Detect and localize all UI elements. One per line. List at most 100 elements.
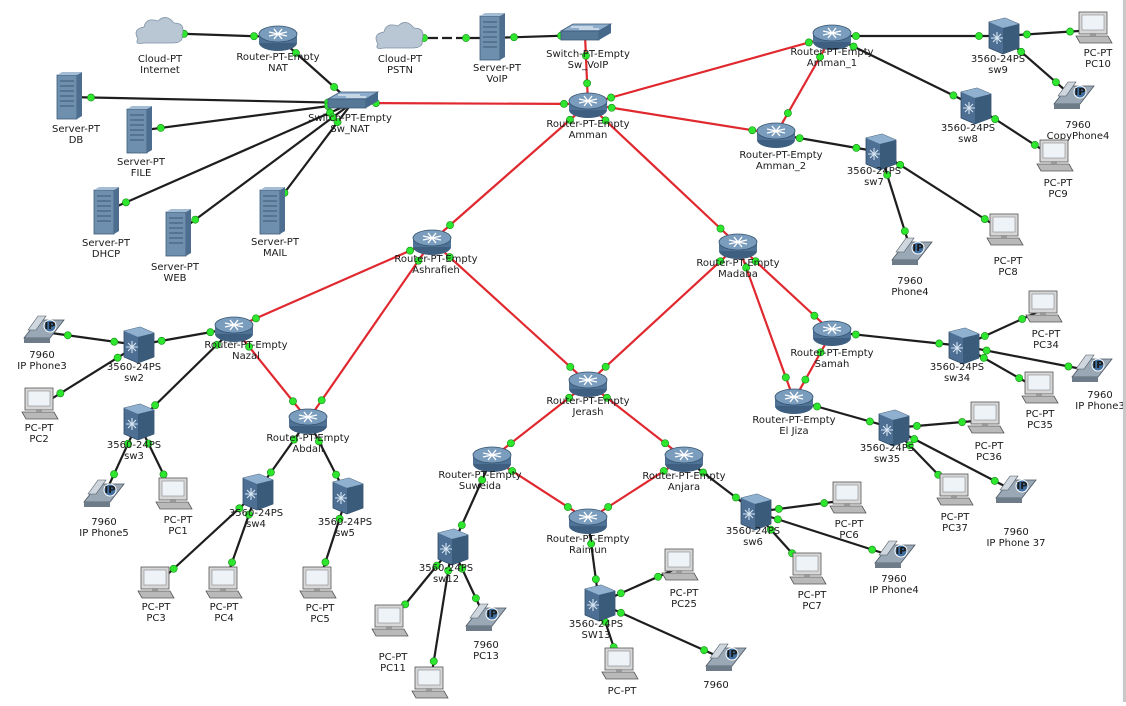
node-phone37[interactable]: IP bbox=[995, 475, 1037, 503]
link-router_amman-router_amman1[interactable] bbox=[587, 34, 833, 106]
node-router_eljiza[interactable] bbox=[774, 388, 814, 414]
link-sw_voip-router_amman[interactable] bbox=[583, 34, 590, 105]
node-phone5[interactable]: IP bbox=[83, 479, 125, 507]
node-phone_sw34[interactable]: IP bbox=[1071, 354, 1113, 382]
link-router_ashrafieh-router_jerash[interactable] bbox=[431, 240, 589, 384]
node-sw9[interactable] bbox=[988, 17, 1020, 55]
node-sw35[interactable] bbox=[878, 409, 910, 447]
node-pc25[interactable] bbox=[661, 548, 699, 581]
node-router_anjara[interactable] bbox=[664, 446, 704, 472]
link-light bbox=[866, 417, 874, 426]
node-sw3[interactable] bbox=[123, 403, 155, 441]
node-sw12[interactable] bbox=[437, 528, 469, 566]
node-pc9[interactable] bbox=[1036, 139, 1074, 172]
link-server_file-sw_nat[interactable] bbox=[136, 101, 353, 133]
node-label: PC34 bbox=[1033, 340, 1059, 351]
link-sw_nat-router_amman[interactable] bbox=[351, 101, 589, 106]
link-router_amman-router_ashrafieh[interactable] bbox=[431, 103, 589, 242]
node-router_amman[interactable] bbox=[568, 92, 608, 118]
node-pc13[interactable]: IP bbox=[465, 603, 507, 631]
link-router_ashrafieh-router_abdali[interactable] bbox=[307, 240, 433, 421]
node-pc8[interactable] bbox=[986, 213, 1024, 246]
node-pc1[interactable] bbox=[155, 477, 193, 510]
node-router_madaba[interactable] bbox=[718, 233, 758, 259]
node-server_dhcp[interactable] bbox=[93, 187, 119, 235]
link-router_jerash-router_suweida[interactable] bbox=[491, 382, 589, 459]
node-phone3[interactable]: IP bbox=[23, 315, 65, 343]
node-server_file[interactable] bbox=[126, 106, 152, 154]
link-router_ashrafieh-router_nazal[interactable] bbox=[233, 239, 433, 330]
node-pc3[interactable] bbox=[137, 566, 175, 599]
node-sw_nat[interactable] bbox=[326, 91, 380, 109]
link-light bbox=[191, 215, 200, 224]
node-pc4[interactable] bbox=[205, 566, 243, 599]
node-pc10[interactable] bbox=[1075, 11, 1113, 44]
node-server_web[interactable] bbox=[165, 209, 191, 257]
node-sw34[interactable] bbox=[948, 327, 980, 365]
link-router_jerash-router_anjara[interactable] bbox=[587, 382, 685, 459]
node-router_samah[interactable] bbox=[812, 320, 852, 346]
link-router_anjara-router_raimun[interactable] bbox=[587, 457, 685, 521]
node-router_ashrafieh[interactable] bbox=[412, 229, 452, 255]
pc-icon bbox=[299, 566, 337, 599]
node-copyphone4[interactable]: IP bbox=[1053, 81, 1095, 109]
link-server_dhcp-sw_nat[interactable] bbox=[103, 101, 353, 214]
link-light bbox=[852, 32, 860, 40]
link-router_suweida-router_raimun[interactable] bbox=[491, 457, 589, 521]
node-sw_voip[interactable] bbox=[559, 23, 613, 41]
node-cloud_internet[interactable] bbox=[135, 17, 184, 44]
node-router_nazal[interactable] bbox=[214, 316, 254, 342]
router-icon bbox=[756, 122, 796, 148]
node-label: PC-PT bbox=[608, 686, 638, 697]
link-server_web-sw_nat[interactable] bbox=[175, 102, 353, 235]
node-pc34[interactable] bbox=[1025, 290, 1063, 323]
node-cloud_pstn[interactable] bbox=[375, 22, 424, 49]
node-server_db[interactable] bbox=[56, 72, 82, 120]
node-router_jerash[interactable] bbox=[568, 371, 608, 397]
node-pc37[interactable] bbox=[936, 473, 974, 506]
link-router_samah-sw34[interactable] bbox=[831, 330, 964, 348]
node-phone4[interactable]: IP bbox=[891, 237, 933, 265]
node-pc36[interactable] bbox=[967, 401, 1005, 434]
node-pc_sw12_bottom[interactable] bbox=[411, 666, 449, 699]
node-pc_sw13_bottom[interactable] bbox=[601, 647, 639, 680]
link-light bbox=[716, 224, 725, 233]
link-sw7-phone4[interactable] bbox=[878, 151, 914, 255]
link-sw2-pc2[interactable] bbox=[39, 344, 139, 407]
node-router_nat[interactable] bbox=[258, 25, 298, 51]
node-pc2[interactable] bbox=[21, 387, 59, 420]
link-router_amman1-router_amman2[interactable] bbox=[775, 35, 833, 135]
link-router_amman-router_amman2[interactable] bbox=[587, 102, 777, 136]
node-sw5[interactable] bbox=[332, 477, 364, 515]
node-sw7[interactable] bbox=[865, 133, 897, 171]
node-sw2[interactable] bbox=[123, 326, 155, 364]
node-router_suweida[interactable] bbox=[472, 446, 512, 472]
node-router_raimun[interactable] bbox=[568, 508, 608, 534]
node-sw4[interactable] bbox=[242, 473, 274, 511]
node-pc6[interactable] bbox=[829, 481, 867, 514]
link-router_amman-router_madaba[interactable] bbox=[587, 103, 739, 246]
link-sw2-phone3[interactable] bbox=[43, 330, 139, 347]
link-light bbox=[1030, 141, 1039, 149]
link-light bbox=[820, 499, 829, 507]
link-router_madaba-router_jerash[interactable] bbox=[587, 244, 739, 384]
node-server_mail[interactable] bbox=[259, 187, 285, 235]
node-phone_sw13[interactable]: IP bbox=[705, 643, 747, 671]
node-pc5[interactable] bbox=[299, 566, 337, 599]
node-server_voip[interactable] bbox=[479, 13, 505, 61]
node-label: Router-PT-Empty bbox=[790, 47, 873, 58]
node-pc11[interactable] bbox=[371, 604, 409, 637]
node-pc35[interactable] bbox=[1021, 371, 1059, 404]
node-sw13[interactable] bbox=[584, 584, 616, 622]
node-sw8[interactable] bbox=[960, 87, 992, 125]
node-phone_ip4[interactable]: IP bbox=[874, 540, 916, 568]
node-router_amman1[interactable] bbox=[812, 24, 852, 50]
node-router_amman2[interactable] bbox=[756, 122, 796, 148]
node-sw6[interactable] bbox=[740, 493, 772, 531]
link-router_nazal-router_abdali[interactable] bbox=[233, 327, 309, 421]
node-pc7[interactable] bbox=[789, 552, 827, 585]
node-router_abdali[interactable] bbox=[288, 408, 328, 434]
link-server_db-sw_nat[interactable] bbox=[66, 95, 353, 105]
